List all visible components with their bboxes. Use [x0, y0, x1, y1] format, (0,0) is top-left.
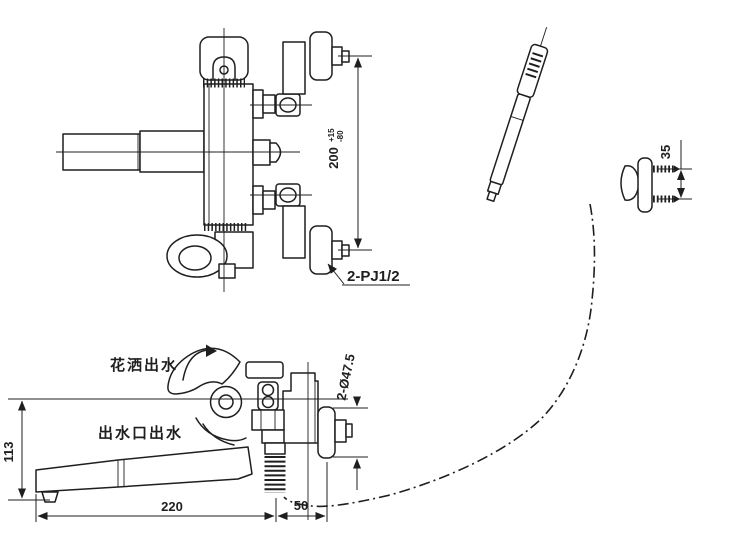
- hose-connector: [251, 381, 286, 493]
- hand-shower-wand: [486, 26, 549, 203]
- dimension-spout-reach: 220: [35, 494, 277, 522]
- label-shower-outlet: 花洒出水: [110, 356, 178, 374]
- mixer-front-view: 花洒出水 出水口出水 113 220 50 2-Ø47.5: [1, 344, 368, 522]
- dimension-bracket-screws: 35: [658, 140, 692, 200]
- mixer-body-front-view: [245, 361, 353, 459]
- wall-flange-top: [309, 31, 333, 81]
- dim-200-tol-minus: -80: [336, 130, 345, 142]
- dim-50-value: 50: [294, 498, 308, 513]
- hand-shower-assembly: 35: [283, 26, 692, 508]
- label-spout-outlet: 出水口出水: [98, 424, 183, 442]
- dim-200-value: 200: [326, 147, 341, 169]
- upper-union-and-flange: [252, 31, 350, 119]
- dimension-inlet-spacing: 200 +15 -80: [326, 55, 372, 251]
- spout-top-view: [62, 130, 205, 173]
- tub-spout: [35, 446, 253, 503]
- lower-union-and-flange: [252, 183, 350, 275]
- mixer-top-view: 200 +15 -80 2-PJ1/2: [56, 28, 410, 292]
- wall-flange-side: [317, 406, 336, 459]
- rotation-arrow-icon: [182, 344, 217, 381]
- bracket-flange: [637, 157, 653, 213]
- dim-35-value: 35: [658, 145, 673, 159]
- shower-hose: [283, 203, 596, 508]
- dim-113-value: 113: [1, 442, 16, 463]
- dim-flange-value: 2-Ø47.5: [333, 353, 357, 402]
- handle-ball: [209, 385, 243, 419]
- shower-outlet-stub: [252, 139, 282, 166]
- dim-200-tol-plus: +15: [327, 128, 336, 142]
- diverter-hook: [166, 223, 247, 279]
- dimension-hose-offset: 50: [277, 462, 328, 522]
- connection-size-callout: 2-PJ1/2: [327, 263, 410, 286]
- wall-flange-bottom: [309, 225, 333, 275]
- dim-220-value: 220: [161, 499, 183, 514]
- connection-label: 2-PJ1/2: [347, 268, 400, 285]
- dimension-height: 113: [1, 400, 50, 501]
- lever-handle: [167, 347, 247, 446]
- shower-wall-bracket: [620, 157, 680, 213]
